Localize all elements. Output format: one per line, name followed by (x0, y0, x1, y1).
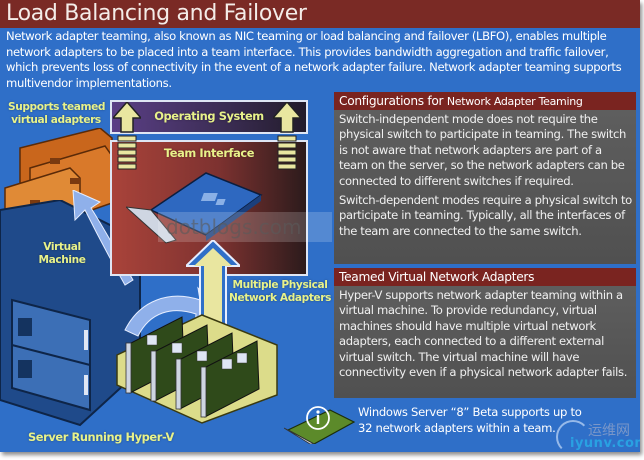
label-line: Machine (38, 254, 86, 266)
slide: Load Balancing and Failover Network adap… (0, 0, 640, 452)
team-nic-illustration (126, 172, 263, 244)
slide-title: Load Balancing and Failover (6, 1, 307, 26)
label-line: virtual adapters (11, 114, 101, 126)
panel-heading-teamed-virtual: Teamed Virtual Network Adapters (334, 268, 636, 286)
watermark-corner-en: iyunv.com (570, 436, 640, 451)
info-icon (284, 406, 356, 444)
physical-adapters-illustration (116, 314, 278, 424)
panel-body-configurations: Switch-independent mode does not require… (334, 110, 636, 264)
note-text: Windows Server “8” Beta supports up to 3… (358, 405, 582, 435)
title-bar: Load Balancing and Failover (0, 0, 640, 28)
label-virtual-machine: Virtual Machine (30, 241, 94, 267)
panel-paragraph: Switch-dependent modes require a physica… (339, 193, 632, 238)
panel-heading-configurations: Configurations for Network Adapter Teami… (334, 92, 636, 110)
heading-text: Configurations for (339, 94, 447, 108)
watermark-logo-icon (556, 420, 590, 452)
label-server-running: Server Running Hyper-V (28, 430, 174, 444)
watermark-corner-cn: 运维网 (588, 423, 630, 439)
watermark-center: dotblogs.com (158, 212, 332, 242)
label-line: Supports teamed (8, 101, 106, 113)
intro-paragraph: Network adapter teaming, also known as N… (6, 29, 622, 90)
label-supports-teamed: Supports teamed virtual adapters (8, 101, 106, 127)
label-line: Network Adapters (228, 292, 332, 304)
panel-paragraph: Hyper-V supports network adapter teaming… (339, 288, 628, 380)
label-team-interface: Team Interface (163, 146, 255, 160)
panel-paragraph: Switch-independent mode does not require… (339, 112, 626, 188)
server-chassis-illustration (0, 200, 141, 427)
label-operating-system: Operating System (154, 109, 264, 123)
heading-text: Network Adapter Teaming (446, 95, 583, 108)
arrow-up-icon (113, 102, 141, 170)
label-line: Multiple Physical (232, 279, 328, 291)
arrow-up-icon (273, 102, 301, 170)
label-multiple-physical: Multiple Physical Network Adapters (228, 279, 332, 305)
panel-body-teamed-virtual: Hyper-V supports network adapter teaming… (334, 286, 636, 398)
label-line: Virtual (43, 241, 81, 253)
